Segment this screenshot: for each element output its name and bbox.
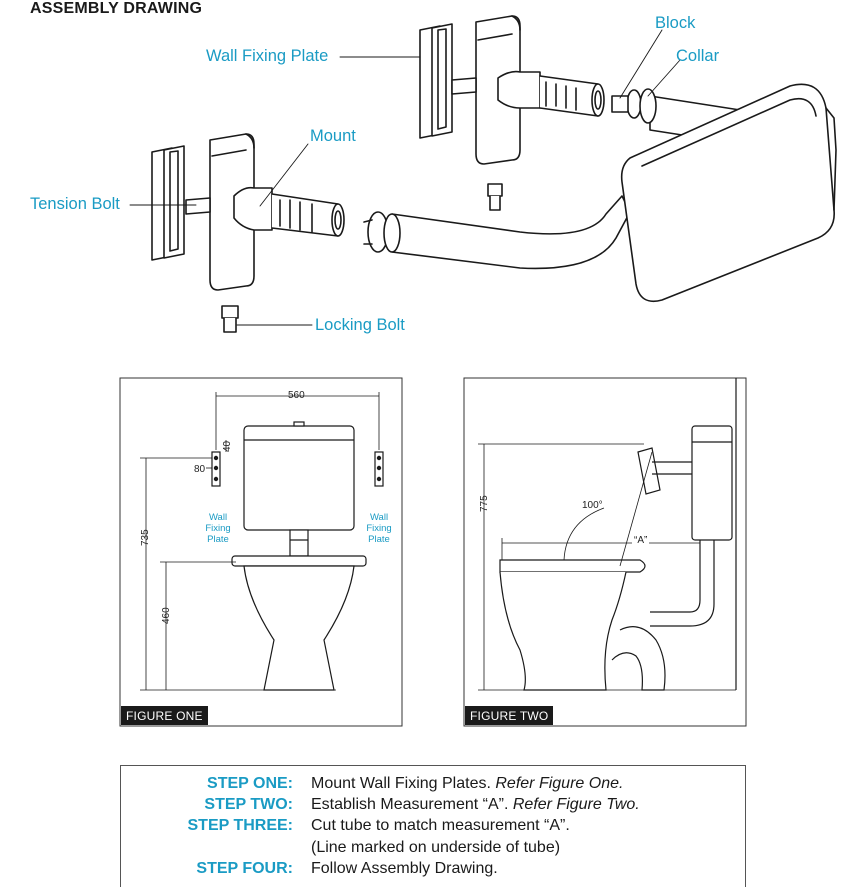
grab-rail-tube bbox=[363, 88, 741, 270]
dim-top-offset: 40 bbox=[222, 440, 233, 452]
step-label: STEP FOUR: bbox=[196, 860, 293, 877]
callout-mount: Mount bbox=[310, 127, 356, 145]
dim-angle: 100° bbox=[582, 500, 603, 511]
step-label: STEP THREE: bbox=[187, 817, 294, 834]
label-wall-fixing-plate-right: Wall Fixing Plate bbox=[366, 512, 392, 545]
upper-locking-bolt bbox=[487, 183, 503, 211]
steps-box: STEP ONE: Mount Wall Fixing Plates. Refe… bbox=[120, 765, 746, 887]
callout-block: Block bbox=[655, 14, 696, 32]
callout-tension-bolt: Tension Bolt bbox=[30, 195, 120, 213]
step-text: Cut tube to match measurement “A”. bbox=[311, 817, 570, 834]
dim-measurement-a: “A” bbox=[632, 535, 650, 546]
callout-wall-fixing-plate: Wall Fixing Plate bbox=[206, 47, 329, 65]
page-title: ASSEMBLY DRAWING bbox=[30, 0, 203, 17]
dim-height-seat: 460 bbox=[161, 607, 172, 624]
figure-one-label: FIGURE ONE bbox=[121, 706, 208, 725]
step-text: Establish Measurement “A”. Refer Figure … bbox=[311, 796, 640, 813]
lower-locking-bolt bbox=[221, 305, 239, 333]
lower-wall-fixing-plate bbox=[151, 145, 185, 261]
backrest-block bbox=[620, 83, 837, 303]
dim-width: 560 bbox=[288, 390, 305, 401]
step-text: Follow Assembly Drawing. bbox=[311, 860, 498, 877]
label-wall-fixing-plate-left: Wall Fixing Plate bbox=[205, 512, 231, 545]
step-label: STEP ONE: bbox=[207, 775, 293, 792]
step-text: Mount Wall Fixing Plates. Refer Figure O… bbox=[311, 775, 624, 792]
dim-height-plate: 735 bbox=[140, 529, 151, 546]
step-note: (Line marked on underside of tube) bbox=[311, 839, 561, 856]
upper-mount bbox=[451, 15, 605, 165]
dim-plate-offset: 80 bbox=[194, 464, 206, 475]
step-label: STEP TWO: bbox=[204, 796, 293, 813]
figure-two-label: FIGURE TWO bbox=[465, 706, 554, 725]
callout-locking-bolt: Locking Bolt bbox=[315, 316, 405, 334]
callout-collar: Collar bbox=[676, 47, 720, 65]
dim-height-rail: 775 bbox=[479, 495, 490, 512]
upper-wall-fixing-plate bbox=[419, 23, 453, 139]
lower-mount bbox=[185, 133, 345, 291]
